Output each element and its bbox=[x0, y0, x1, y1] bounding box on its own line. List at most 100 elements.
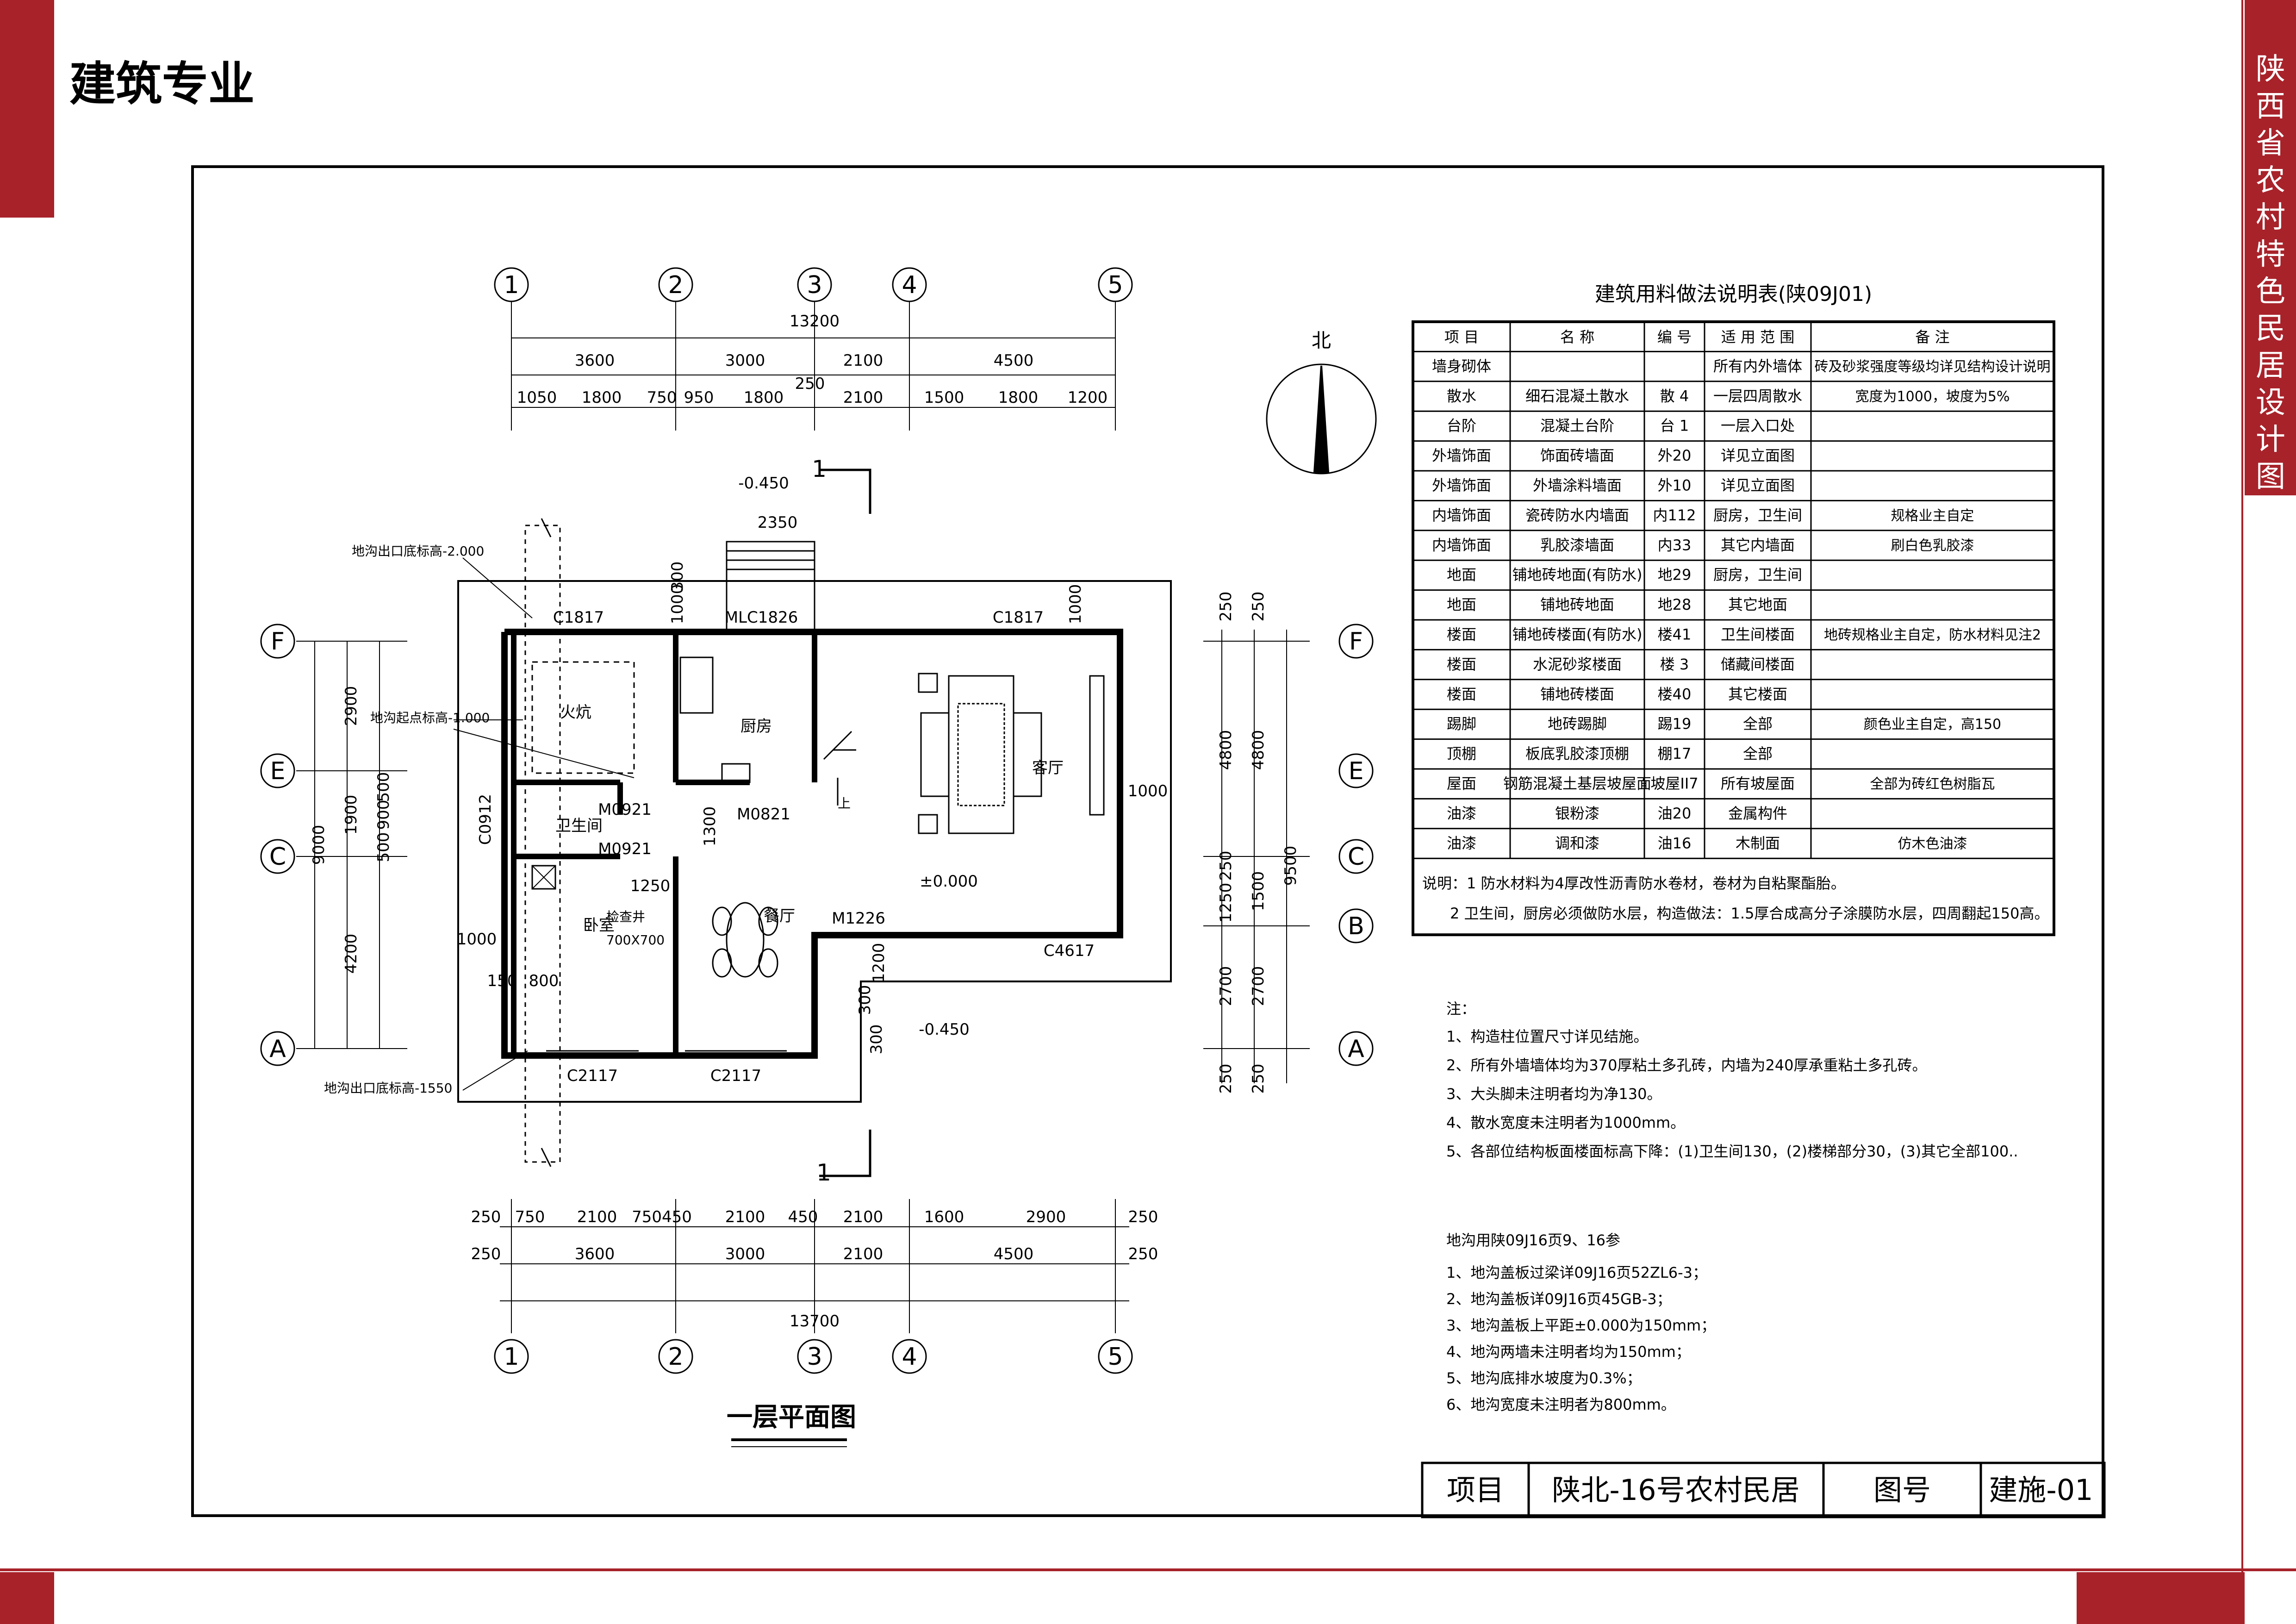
dim-text: 1000 bbox=[668, 584, 687, 625]
table-note: 说明：1 防水材料为4厚改性沥青防水卷材，卷材为自粘聚酯胎。 bbox=[1422, 874, 1846, 892]
axis-bubble-E: E bbox=[1338, 753, 1374, 788]
table-cell: 宽度为1000，坡度为5% bbox=[1855, 388, 2010, 405]
dim-text: 250 bbox=[795, 375, 825, 393]
table-cell: 仿木色油漆 bbox=[1898, 836, 1967, 852]
table-cell: 地砖规格业主自定，防水材料见注2 bbox=[1824, 627, 2041, 643]
table-cell: 铺地砖地面(有防水) bbox=[1512, 566, 1643, 584]
opening-label: M0921 bbox=[598, 840, 652, 858]
trench-note: 地沟出口底标高-2.000 bbox=[352, 543, 484, 559]
axis-label: C bbox=[269, 843, 286, 871]
axis-bubble-A: A bbox=[1338, 1031, 1374, 1066]
dim-text: 300 bbox=[856, 985, 874, 1015]
trench-note-item: 3、地沟盖板上平距±0.000为150mm； bbox=[1446, 1317, 1716, 1334]
table-cell: 油漆 bbox=[1447, 805, 1476, 822]
exterior-wall bbox=[501, 629, 1123, 1059]
dim-text: 300 bbox=[867, 1024, 886, 1055]
table-cell: 水泥砂浆楼面 bbox=[1533, 656, 1622, 673]
dim-total: 13200 bbox=[790, 312, 840, 331]
general-notes: 注： 1、构造柱位置尺寸详见结施。 2、所有外墙墙体均为370厚粘土多孔砖，内墙为2… bbox=[1446, 1000, 2018, 1160]
trench-note-item: 1、地沟盖板过梁详09J16页52ZL6-3； bbox=[1446, 1264, 1707, 1281]
note-item: 4、散水宽度未注明者为1000mm。 bbox=[1446, 1114, 1685, 1131]
opening-label: M0921 bbox=[598, 800, 652, 819]
table-note: 2 卫生间，厨房必须做防水层，构造做法：1.5厚合成高分子涂膜防水层，四周翻起1… bbox=[1450, 905, 2049, 922]
table-cell: 内33 bbox=[1658, 536, 1692, 554]
table-cell: 银粉漆 bbox=[1555, 805, 1599, 822]
table-cell: 混凝土台阶 bbox=[1540, 417, 1614, 435]
table-cell: 屋面 bbox=[1447, 775, 1476, 793]
table-cell: 外墙涂料墙面 bbox=[1533, 477, 1622, 494]
dim-text: 1800 bbox=[582, 388, 622, 407]
table-cell: 内112 bbox=[1653, 506, 1696, 524]
table-header: 编 号 bbox=[1657, 328, 1692, 346]
dim-total: 9000 bbox=[310, 825, 328, 865]
dim-text: 750450 bbox=[632, 1208, 692, 1226]
stair-up-label: 上 bbox=[838, 796, 851, 811]
page-title: 建筑专业 bbox=[69, 57, 255, 111]
axis-bubble-5: 5 bbox=[1098, 1339, 1133, 1374]
dim-text: 1600 bbox=[924, 1208, 964, 1226]
level-mark: ±0.000 bbox=[920, 872, 978, 891]
dim-text: 800 bbox=[529, 972, 559, 990]
axis-label: 2 bbox=[668, 1343, 683, 1371]
dim-text: 2100 bbox=[843, 1208, 884, 1226]
table-cell: 油漆 bbox=[1447, 834, 1476, 852]
room-label-living: 客厅 bbox=[1032, 759, 1064, 777]
plan-title: 一层平面图 bbox=[727, 1402, 856, 1432]
notes-heading: 注： bbox=[1446, 1000, 1476, 1018]
table-cell: 金属构件 bbox=[1728, 805, 1787, 822]
dim-text: 250 bbox=[1217, 1064, 1235, 1094]
axis-bubble-1: 1 bbox=[494, 267, 529, 302]
table-cell: 卫生间楼面 bbox=[1721, 626, 1795, 643]
materials-table: 建筑用料做法说明表(陕09J01)项 目名 称编 号适 用 范 围备 注墙身砌体… bbox=[1412, 282, 2055, 937]
entrance-steps bbox=[726, 541, 815, 631]
axis-bubble-4: 4 bbox=[892, 267, 927, 302]
dim-text: 2100 bbox=[843, 351, 884, 370]
axis-bubble-3: 3 bbox=[797, 267, 832, 302]
table-cell: 楼40 bbox=[1658, 685, 1692, 703]
dim-text: 2100 bbox=[843, 1245, 884, 1263]
note-item: 3、大头脚未注明者均为净130。 bbox=[1446, 1085, 1661, 1103]
table-cell: 颜色业主自定，高150 bbox=[1864, 717, 2001, 733]
dim-text: 3000 bbox=[725, 1245, 765, 1263]
dim-text: 950 bbox=[684, 388, 714, 407]
table-cell: 外墙饰面 bbox=[1432, 447, 1491, 464]
side-title-band bbox=[2245, 0, 2296, 495]
table-title: 建筑用料做法说明表(陕09J01) bbox=[1595, 282, 1872, 306]
table-cell: 地28 bbox=[1658, 596, 1692, 613]
axis-bubble-A: A bbox=[260, 1031, 295, 1066]
opening-label: MLC1826 bbox=[725, 608, 798, 627]
axis-bubble-4: 4 bbox=[892, 1339, 927, 1374]
note-item: 2、所有外墙墙体均为370厚粘土多孔砖，内墙为240厚承重粘土多孔砖。 bbox=[1446, 1056, 1927, 1074]
table-cell: 瓷砖防水内墙面 bbox=[1525, 506, 1629, 524]
trench-notes-heading: 地沟用陕09J16页9、16参 bbox=[1446, 1231, 1620, 1249]
kang bbox=[531, 661, 635, 774]
trench-note: 地沟出口底标高-1550 bbox=[324, 1081, 452, 1096]
table-header: 项 目 bbox=[1444, 328, 1479, 346]
table-cell: 其它楼面 bbox=[1728, 685, 1787, 703]
opening-label: C0912 bbox=[476, 794, 495, 845]
table-cell: 地面 bbox=[1447, 566, 1476, 584]
dim-text: 250 bbox=[1128, 1245, 1158, 1263]
trench bbox=[524, 525, 561, 1163]
dim-total: 13700 bbox=[790, 1312, 840, 1330]
table-cell: 所有坡屋面 bbox=[1721, 775, 1795, 793]
dim-text: 2700 bbox=[1249, 966, 1268, 1006]
dim-text: 4500 bbox=[994, 351, 1034, 370]
axis-bubble-F: F bbox=[1338, 624, 1374, 659]
bottom-left-tab bbox=[0, 1572, 54, 1624]
table-cell: 台 1 bbox=[1660, 417, 1689, 435]
dim-text: 1800 bbox=[998, 388, 1039, 407]
north-label: 北 bbox=[1312, 329, 1331, 352]
dim-text: 500 bbox=[374, 832, 393, 862]
room-label-well: 检查井 bbox=[606, 909, 645, 924]
title-block bbox=[1421, 1462, 2106, 1518]
note-item: 1、构造柱位置尺寸详见结施。 bbox=[1446, 1028, 1648, 1045]
table-cell: 刷白色乳胶漆 bbox=[1891, 537, 1974, 554]
dim-total: 9500 bbox=[1282, 846, 1300, 886]
roof-eave-outline bbox=[457, 580, 1172, 1103]
dim-text: 1800 bbox=[744, 388, 784, 407]
dim-text: 1000 bbox=[457, 930, 497, 949]
trench-break bbox=[541, 518, 552, 537]
opening-label: C2117 bbox=[567, 1067, 618, 1085]
